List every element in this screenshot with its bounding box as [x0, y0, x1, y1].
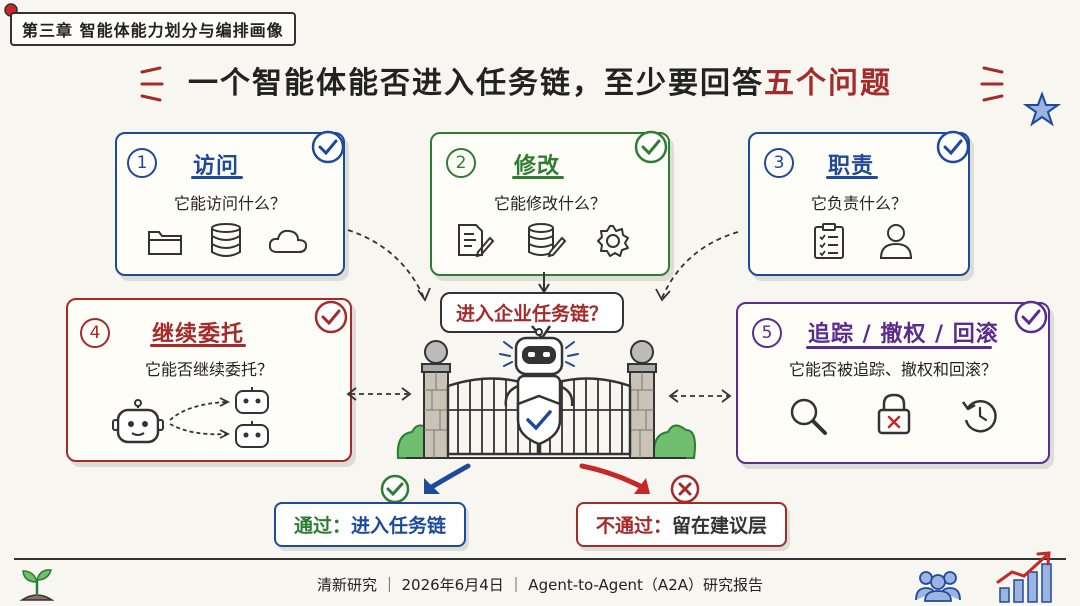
check-circle-icon — [314, 300, 348, 334]
pass-result: 通过：进入任务链 — [274, 502, 467, 547]
card-title: 继续委托 — [152, 322, 245, 347]
undo-icon — [961, 400, 997, 433]
card-question: 它能修改什么？ — [493, 194, 606, 213]
edit-database-icon — [528, 223, 567, 258]
pass-check-icon — [380, 474, 410, 504]
footer-text: 清新研究 ｜ 2026年6月4日 ｜ Agent-to-Agent（A2A）研究… — [316, 576, 764, 594]
check-circle-icon — [1014, 300, 1048, 334]
card-number: 3 — [764, 148, 794, 178]
fail-text: 留在建议层 — [672, 515, 768, 537]
card-number: 2 — [446, 148, 476, 178]
card-question: 它能否被追踪、撤权和回滚？ — [788, 360, 997, 379]
card-title: 修改 — [514, 154, 561, 179]
database-icon — [211, 223, 241, 257]
lock-icon — [877, 393, 911, 435]
magnifier-icon — [790, 398, 827, 435]
check-circle-icon — [634, 130, 668, 164]
check-circle-icon — [936, 130, 970, 164]
robot-icon — [112, 399, 164, 444]
card-question: 它能访问什么？ — [173, 194, 286, 213]
card-responsibility: 3 职责 它负责什么？ — [748, 130, 970, 276]
team-icon — [915, 571, 961, 602]
card-modify: 2 修改 它能修改什么？ — [430, 130, 670, 276]
shield-check-icon — [516, 394, 562, 446]
card-question: 它负责什么？ — [810, 194, 907, 213]
growth-chart-icon — [996, 551, 1052, 603]
gate-illustration — [396, 328, 696, 459]
card-number: 5 — [752, 318, 782, 348]
spark-marks-left-icon — [140, 66, 164, 102]
card-title: 访问 — [193, 154, 240, 179]
cloud-icon — [268, 229, 308, 253]
bush-icon — [652, 424, 696, 459]
check-circle-icon — [311, 130, 345, 164]
person-icon — [879, 224, 913, 259]
robot-icon — [235, 387, 269, 414]
pass-text: 进入任务链 — [351, 515, 447, 537]
spark-marks-right-icon — [980, 66, 1004, 102]
card-title: 追踪 / 撤权 / 回滚 — [808, 322, 999, 347]
folder-icon — [148, 231, 182, 255]
footer-divider — [14, 558, 1066, 560]
gear-icon — [597, 225, 629, 257]
chapter-label: 第三章 智能体能力划分与编排画像 — [10, 12, 296, 46]
fail-x-icon — [670, 474, 700, 504]
card-title: 职责 — [828, 154, 875, 179]
delegation-arrows-icon — [169, 397, 231, 439]
card-access: 1 访问 它能访问什么？ — [115, 130, 345, 276]
star-icon — [1022, 91, 1062, 127]
fail-result: 不通过：留在建议层 — [576, 502, 788, 547]
robot-icon — [235, 421, 269, 448]
card-trace-revoke-rollback: 5 追踪 / 撤权 / 回滚 它能否被追踪、撤权和回滚？ — [736, 300, 1050, 464]
checklist-icon — [814, 223, 844, 259]
card-number: 4 — [80, 318, 110, 348]
title-highlight: 五个问题 — [764, 66, 892, 101]
pass-label: 通过： — [294, 515, 352, 537]
main-title: 一个智能体能否进入任务链，至少要回答五个问题 — [0, 58, 1080, 102]
edit-document-icon — [458, 224, 495, 258]
card-number: 1 — [127, 148, 157, 178]
card-delegation: 4 继续委托 它能否继续委托？ — [66, 298, 352, 462]
card-question: 它能否继续委托？ — [144, 360, 273, 379]
fail-label: 不通过： — [596, 515, 673, 537]
title-text: 一个智能体能否进入任务链，至少要回答 — [188, 66, 764, 101]
sprout-icon — [19, 569, 55, 601]
